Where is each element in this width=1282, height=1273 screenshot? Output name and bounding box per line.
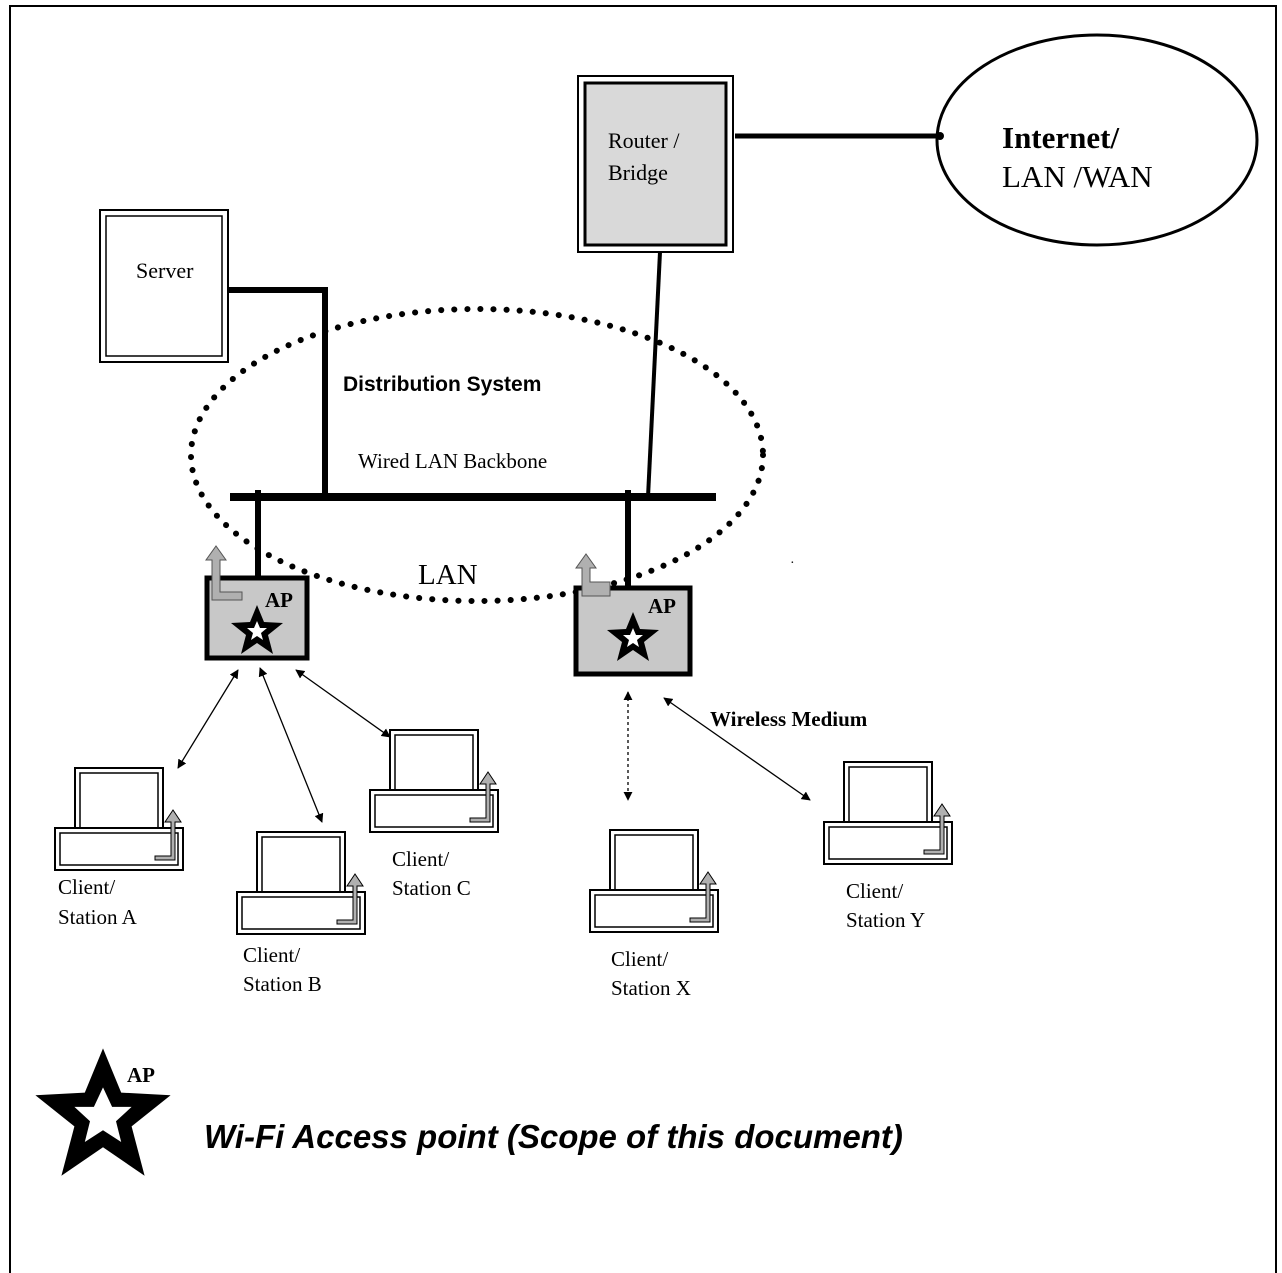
wireless-links <box>177 667 811 823</box>
server-label: Server <box>136 258 194 283</box>
legend-ap-label: AP <box>127 1063 155 1087</box>
ap-left-label: AP <box>265 588 293 612</box>
legend: AP Wi-Fi Access point (Scope of this doc… <box>35 1048 903 1176</box>
client-c-line2: Station C <box>392 876 471 900</box>
distribution-system-boundary <box>188 306 766 604</box>
client-a-line2: Station A <box>58 905 138 929</box>
svg-text:·: · <box>790 556 795 571</box>
distribution-system-label: Distribution System <box>343 373 541 396</box>
client-c-line1: Client/ <box>392 847 449 871</box>
client-a-line1: Client/ <box>58 875 115 899</box>
client-station-b: Client/ Station B <box>236 831 366 996</box>
internet-label-line1: Internet/ <box>1002 120 1119 155</box>
access-point-right: AP <box>573 490 693 677</box>
router-label-line2: Bridge <box>608 160 668 185</box>
computer-icon <box>589 829 719 933</box>
ap-right-label: AP <box>648 594 676 618</box>
client-x-line2: Station X <box>611 976 691 1000</box>
router-label-line1: Router / <box>608 128 680 153</box>
client-y-line1: Client/ <box>846 879 903 903</box>
internet-cloud: Internet/ LAN /WAN <box>935 33 1259 247</box>
client-station-x: Client/ Station X <box>589 829 719 1000</box>
client-station-y: Client/ Station Y <box>823 761 953 932</box>
client-b-line1: Client/ <box>243 943 300 967</box>
star-icon <box>35 1048 171 1176</box>
server-backbone-link <box>228 287 328 494</box>
computer-icon <box>369 729 499 833</box>
client-x-line1: Client/ <box>611 947 668 971</box>
wired-backbone-label: Wired LAN Backbone <box>358 449 547 473</box>
page-border <box>9 5 1277 1273</box>
client-b-line2: Station B <box>243 972 322 996</box>
computer-icon <box>823 761 953 865</box>
router-backbone-link <box>646 251 662 498</box>
computer-icon <box>54 767 184 871</box>
lan-label: LAN <box>418 559 478 591</box>
client-station-c: Client/ Station C <box>369 729 499 900</box>
internet-label-line2: LAN /WAN <box>1002 159 1153 194</box>
access-point-left: AP <box>204 490 310 661</box>
server: Server <box>99 209 229 363</box>
computer-icon <box>236 831 366 935</box>
client-y-line2: Station Y <box>846 908 925 932</box>
router-bridge: Router / Bridge <box>577 75 734 253</box>
wireless-medium-label: Wireless Medium <box>710 707 868 731</box>
client-station-a: Client/ Station A <box>54 767 184 929</box>
legend-text: Wi-Fi Access point (Scope of this docume… <box>204 1118 903 1155</box>
